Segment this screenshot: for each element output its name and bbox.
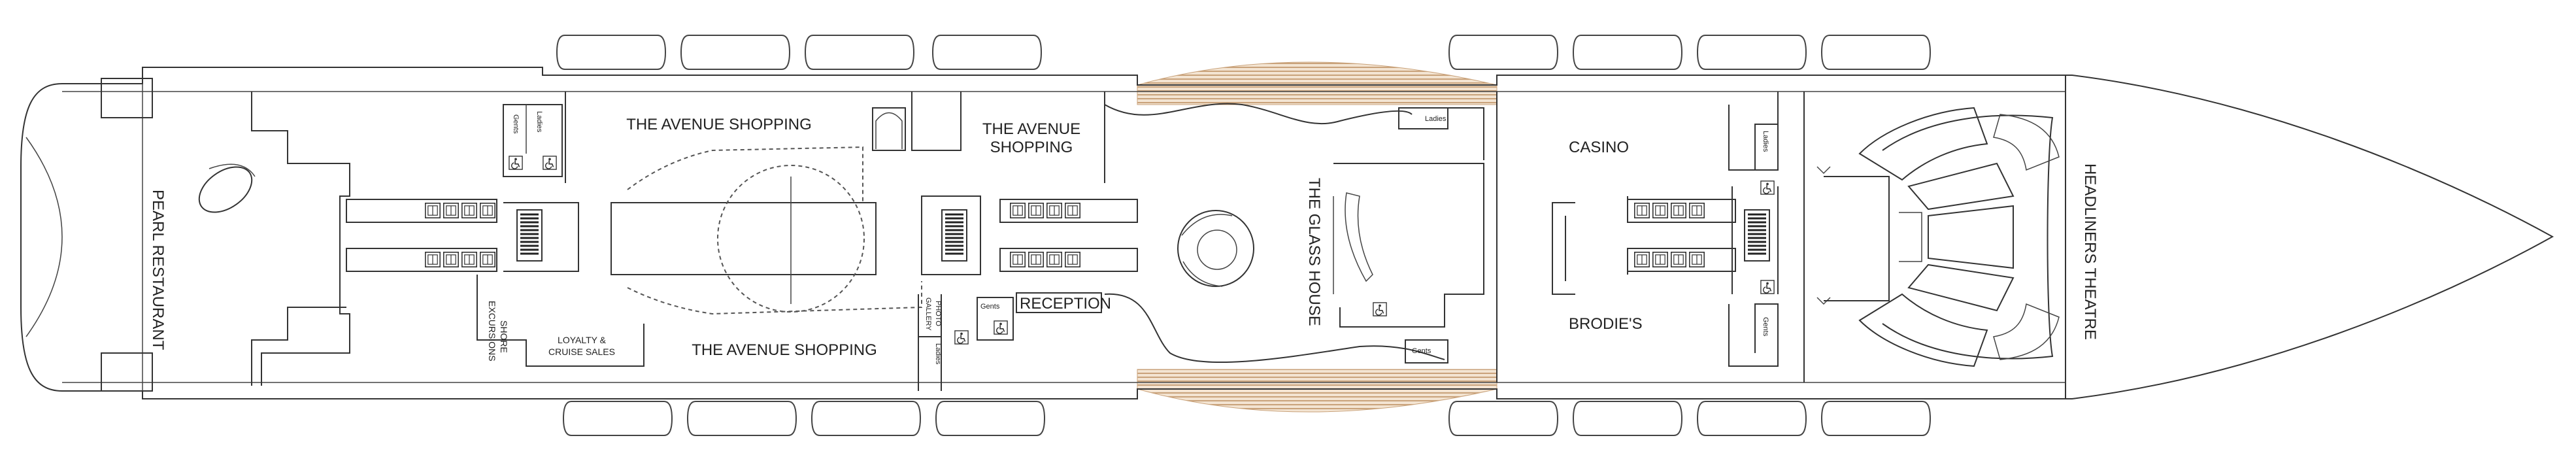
wheelchair-icon [509, 156, 523, 170]
lifeboat-icon [680, 35, 790, 70]
glass-house-label: THE GLASS HOUSE [1305, 178, 1323, 326]
stairs-icon [941, 209, 967, 262]
lift-icon [443, 203, 459, 218]
headliners-theatre-area: HEADLINERS THEATRE [1824, 107, 2099, 367]
shore-excursions-label-line2: EXCURSIONS [487, 301, 497, 362]
stairs-icon [1744, 209, 1770, 262]
stairs-icon [516, 209, 543, 262]
photo-gallery-label-line1: PHOTO [934, 301, 942, 326]
wheelchair-icon [954, 330, 969, 345]
wheelchair-icon [1760, 180, 1775, 195]
lifeboat-icon [1821, 35, 1931, 70]
pearl-restaurant-area: PEARL RESTAURANT [101, 78, 350, 392]
lift-icon [1028, 252, 1044, 267]
lift-icon [443, 252, 459, 267]
hull-stern-curve [25, 137, 63, 337]
lift-icon [1010, 203, 1026, 218]
lift-icon [1010, 252, 1026, 267]
lifeboat-icon [811, 401, 921, 436]
wheelchair-icon [1760, 280, 1775, 294]
lift-icon [425, 252, 441, 267]
casino-area: CASINO BRODIE'S [1552, 139, 1643, 333]
lifeboat-icon [805, 35, 914, 70]
wheelchair-icon [543, 156, 557, 170]
ladies-label: Ladies [1425, 115, 1447, 123]
gents-label: Gents [512, 114, 520, 134]
lift-icon [1652, 252, 1668, 267]
shore-excursions-area: SHORE EXCURSIONS LOYALTY & CRUISE SALES [477, 275, 644, 367]
lifeboat-icon [1573, 401, 1682, 436]
wheelchair-icon [1373, 302, 1387, 316]
lift-icon [1671, 203, 1686, 218]
ladies-label: Ladies [535, 111, 543, 133]
lift-icon [1671, 252, 1686, 267]
shore-excursions-label-line1: SHORE [499, 320, 509, 353]
photo-gallery-label-line2: GALLERY [924, 297, 932, 331]
aft-toilets: Gents Ladies [503, 104, 563, 177]
forward-toilets: Ladies Gents [1728, 92, 1831, 382]
lift-icon [1028, 203, 1044, 218]
avenue-shopping-upper-label-line2: SHOPPING [990, 139, 1073, 156]
lifeboat-icon [687, 401, 797, 436]
ladies-label: Ladies [1762, 131, 1769, 152]
lift-icon [1634, 252, 1650, 267]
hull-inner-outline [62, 84, 2066, 391]
hull-outline [20, 67, 2554, 399]
reception-area: PHOTO GALLERY Ladies Gents RECEPTION [918, 292, 1111, 391]
glass-house-deck-bottom [1137, 369, 1497, 413]
gents-label: Gents [1412, 347, 1431, 355]
ladies-label: Ladies [934, 343, 942, 365]
lift-icon [1065, 252, 1080, 267]
lifeboat-icon [1573, 35, 1682, 70]
loyalty-label-line2: CRUISE SALES [548, 347, 615, 357]
avenue-shopping-bottom-label: THE AVENUE SHOPPING [692, 341, 877, 359]
reception-label: RECEPTION [1020, 295, 1111, 313]
lift-icon [425, 203, 441, 218]
avenue-shopping-upper: THE AVENUE SHOPPING [911, 92, 1105, 183]
lifeboat-icon [563, 401, 673, 436]
brodies-label: BRODIE'S [1569, 315, 1643, 333]
lift-icon [1046, 252, 1062, 267]
pearl-restaurant-label: PEARL RESTAURANT [149, 190, 167, 350]
lift-icon [1634, 203, 1650, 218]
gents-label: Gents [980, 303, 1000, 311]
lifeboat-icon [1448, 401, 1558, 436]
lifeboat-icon [935, 401, 1045, 436]
theatre-seating [1858, 107, 2060, 367]
loyalty-label-line1: LOYALTY & [558, 335, 607, 345]
glass-house-area: Ladies Gents THE GLASS HOUSE [1104, 92, 1497, 382]
headliners-theatre-label: HEADLINERS THEATRE [2081, 163, 2099, 340]
lift-icon [1689, 252, 1705, 267]
avenue-shopping-upper-label-line1: THE AVENUE [982, 120, 1080, 138]
lift-icon [461, 203, 477, 218]
aft-lift-banks [346, 199, 579, 272]
lifeboat-icon [1697, 401, 1807, 436]
casino-label: CASINO [1569, 139, 1629, 156]
lifeboat-icon [1821, 401, 1931, 436]
lift-icon [1689, 203, 1705, 218]
lift-icon [480, 252, 495, 267]
gents-label: Gents [1762, 317, 1769, 337]
lift-icon [1652, 203, 1668, 218]
avenue-shopping-aft: THE AVENUE SHOPPING THE AVENUE SHOPPING [565, 92, 922, 359]
wheelchair-icon [994, 320, 1008, 335]
glass-house-spiral-stairs [1177, 210, 1254, 287]
mid-lift-banks [921, 195, 1138, 275]
forward-lift-banks [1627, 186, 1779, 294]
avenue-shopping-top-label: THE AVENUE SHOPPING [626, 116, 812, 133]
lift-icon [461, 252, 477, 267]
lift-icon [480, 203, 495, 218]
lift-icon [1065, 203, 1080, 218]
lifeboat-icon [1697, 35, 1807, 70]
lift-icon [1046, 203, 1062, 218]
lifeboat-icon [1448, 35, 1558, 70]
glass-house-deck-top [1137, 61, 1497, 105]
lifeboat-icon [932, 35, 1042, 70]
lifeboat-icon [556, 35, 666, 70]
pearl-restaurant-spiral-stairs [198, 166, 253, 213]
lifeboats-top [556, 35, 1931, 70]
